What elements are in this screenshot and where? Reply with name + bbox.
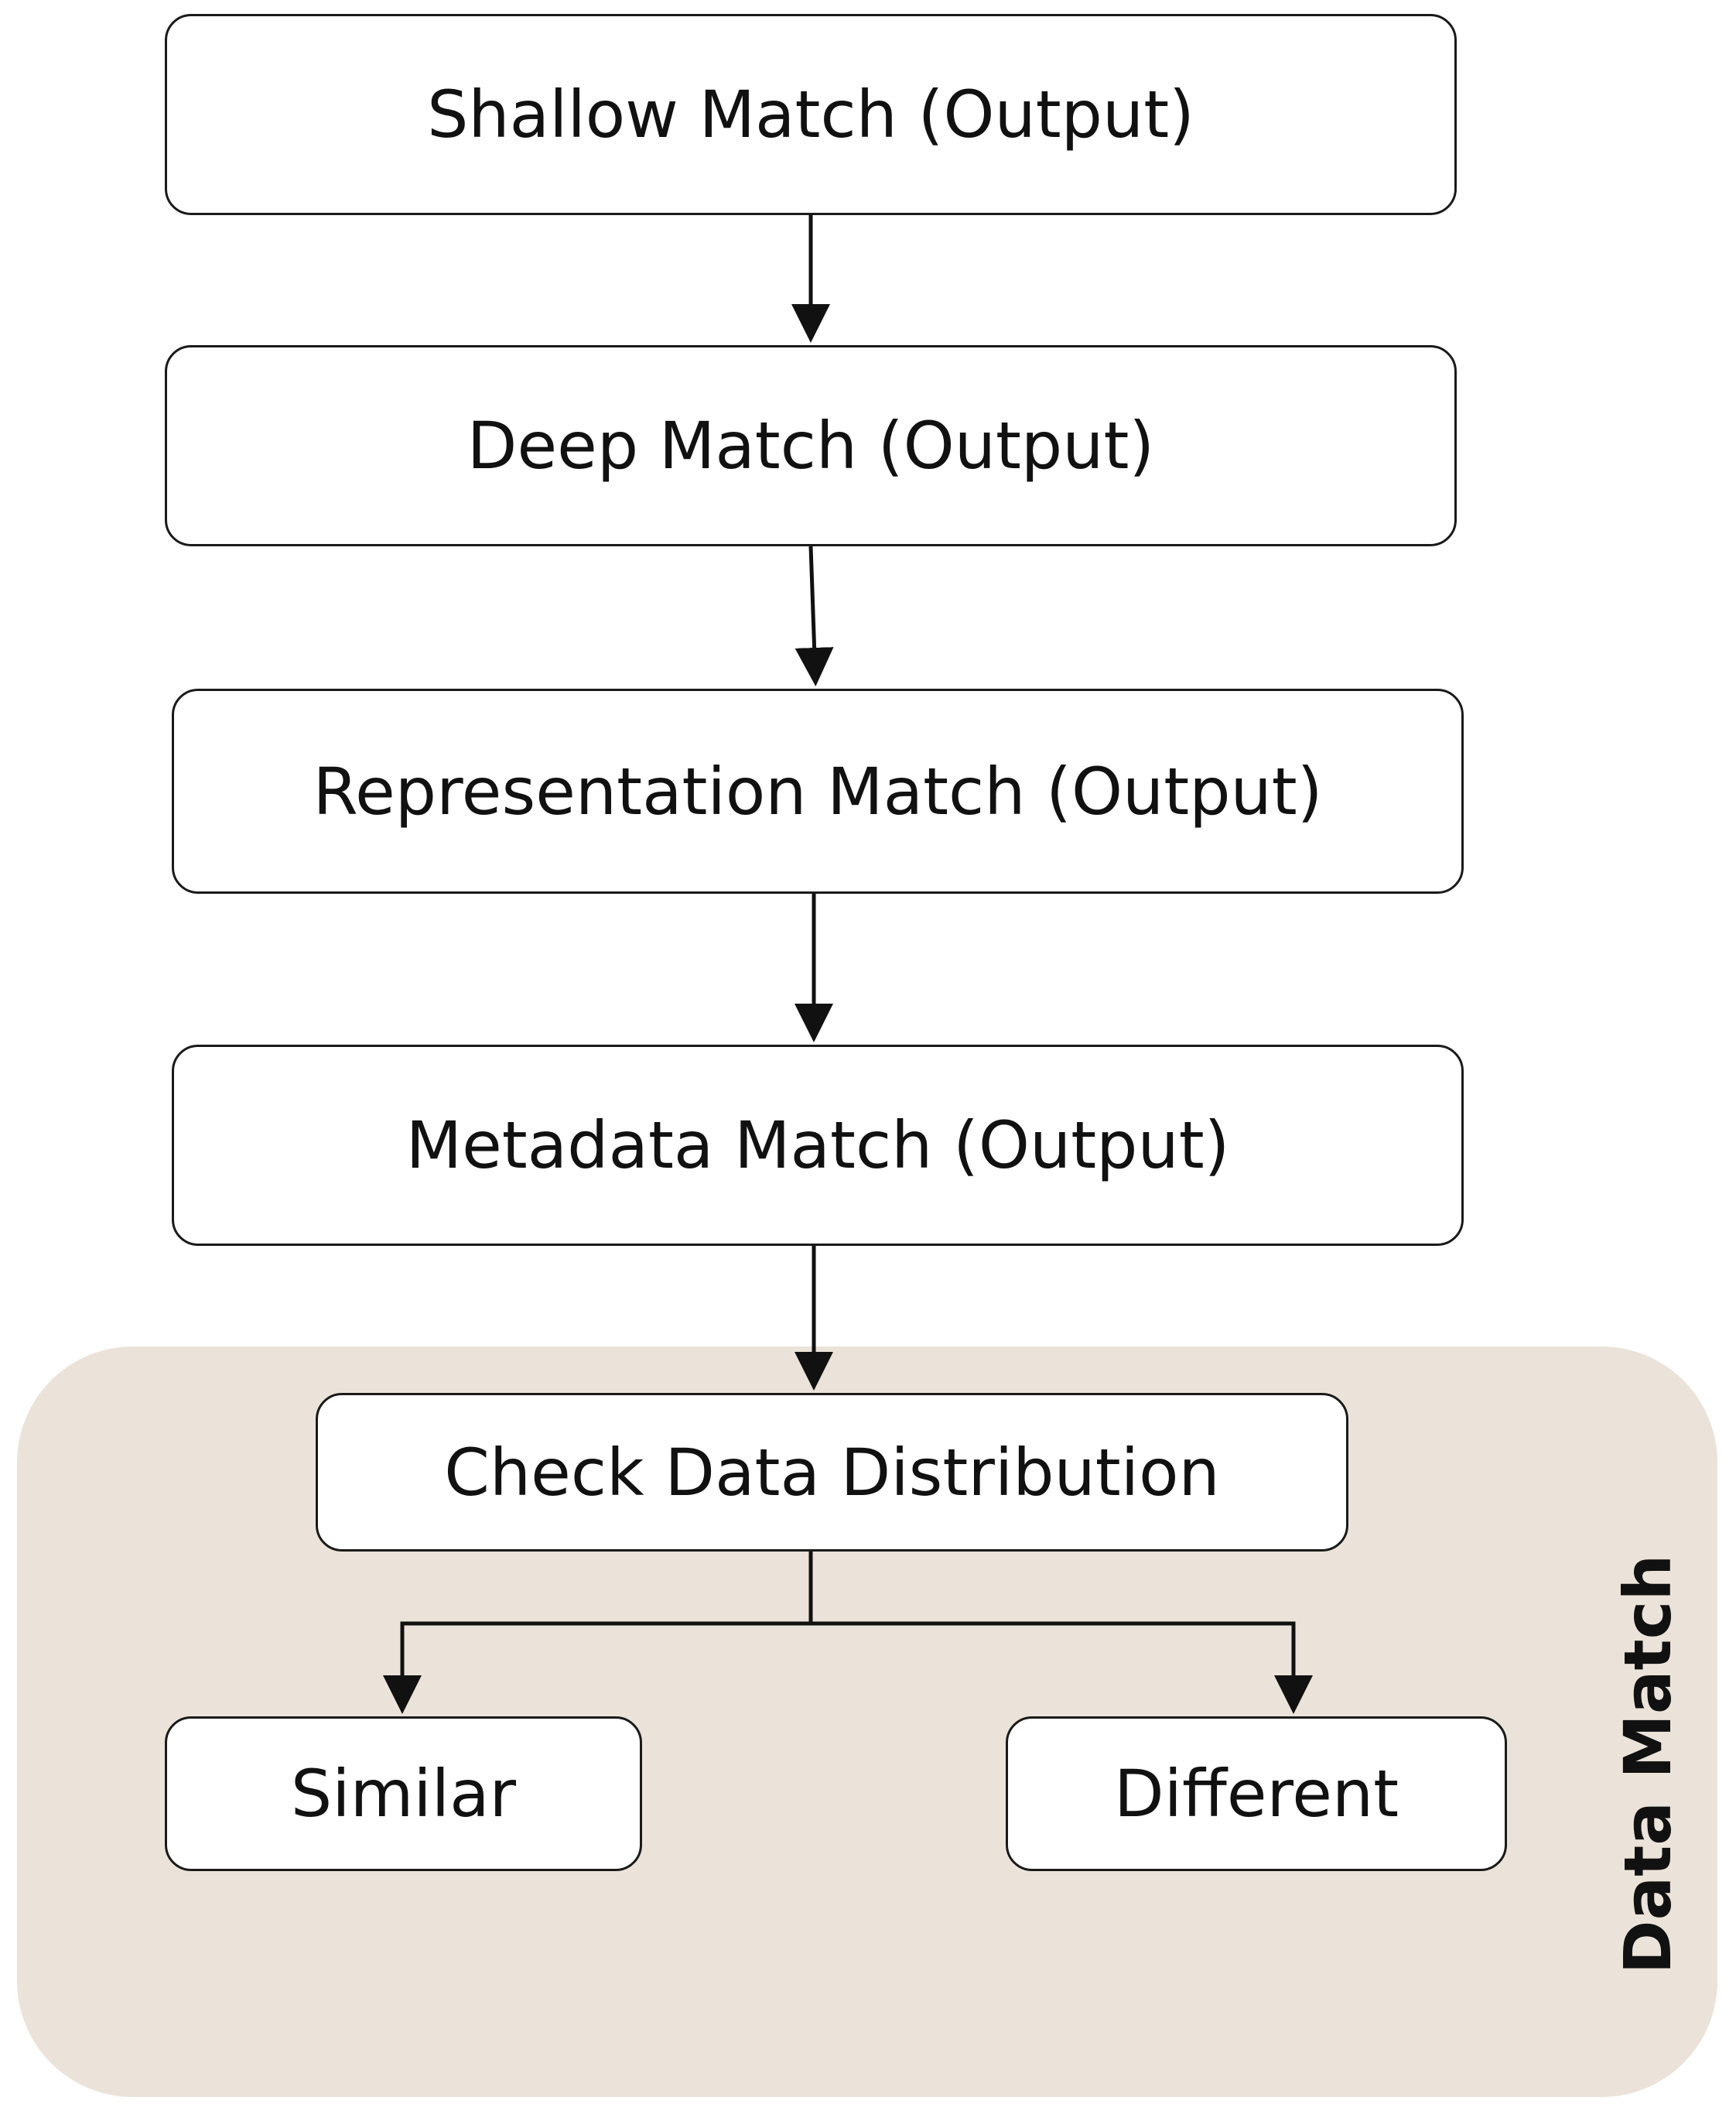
- representation-match-label: Representation Match (Output): [313, 753, 1323, 830]
- deep-match-label: Deep Match (Output): [466, 408, 1155, 484]
- edge-check-to-different: [811, 1621, 1313, 1714]
- shallow-match-label: Shallow Match (Output): [427, 77, 1194, 152]
- check-data-distribution-node: Check Data Distribution: [316, 1393, 1348, 1552]
- check-data-distribution-label: Check Data Distribution: [444, 1434, 1220, 1511]
- metadata-match-node: Metadata Match (Output): [172, 1045, 1464, 1246]
- similar-label: Similar: [290, 1756, 517, 1832]
- metadata-match-label: Metadata Match (Output): [405, 1107, 1230, 1183]
- edge-deep-to-representation: [795, 546, 834, 686]
- shallow-match-node: Shallow Match (Output): [165, 14, 1457, 215]
- different-label: Different: [1113, 1756, 1399, 1832]
- representation-match-node: Representation Match (Output): [172, 689, 1464, 894]
- different-node: Different: [1006, 1716, 1507, 1871]
- edge-check-to-similar: [383, 1552, 813, 1714]
- similar-node: Similar: [165, 1716, 642, 1871]
- deep-match-node: Deep Match (Output): [165, 345, 1457, 546]
- data-match-region-label: Data Match: [1610, 1554, 1686, 1975]
